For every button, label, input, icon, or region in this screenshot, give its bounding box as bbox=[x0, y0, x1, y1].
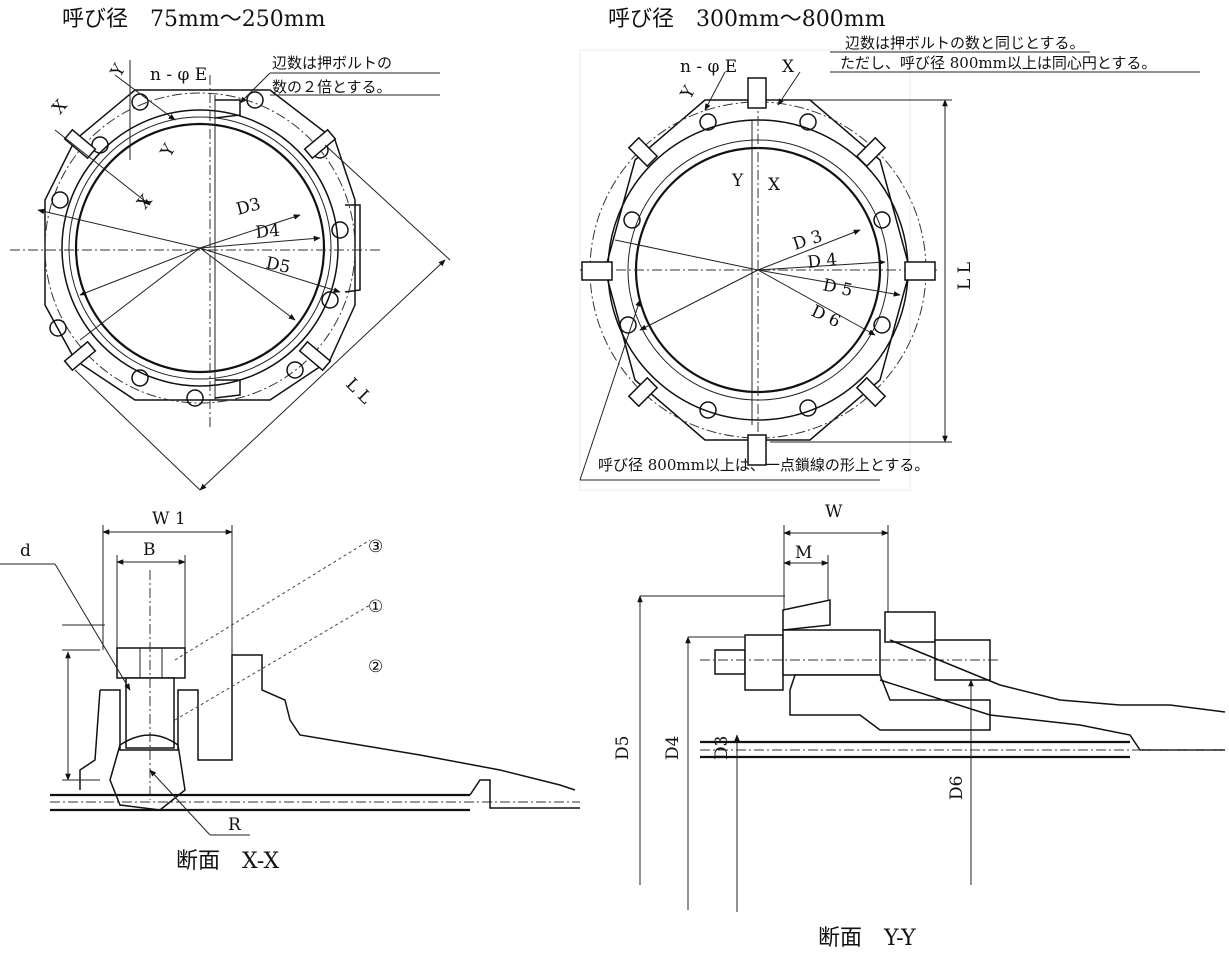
left-ll-label: L L bbox=[341, 374, 375, 408]
left-note-line2: 数の２倍とする。 bbox=[272, 78, 392, 96]
right-d6-label: D 6 bbox=[808, 301, 844, 332]
right-bolt-holes bbox=[619, 113, 891, 419]
right-note-line1: 辺数は押ボルトの数と同じとする。 bbox=[845, 34, 1085, 52]
left-x-mid: X bbox=[134, 190, 158, 213]
yy-d6-label: D6 bbox=[947, 776, 967, 800]
xx-d-label: d bbox=[20, 541, 31, 561]
xx-w1-label: W 1 bbox=[152, 509, 186, 529]
right-bottom-note: 呼び径 800mm以上は、一点鎖線の形上とする。 bbox=[598, 456, 929, 474]
left-flange-view bbox=[10, 60, 451, 491]
yy-d4-label: D4 bbox=[663, 736, 683, 760]
xx-b-label: B bbox=[143, 540, 156, 560]
right-d5-label: D 5 bbox=[821, 275, 854, 301]
xx-caption: 断面 X-X bbox=[176, 849, 280, 874]
left-d5-label: D5 bbox=[264, 253, 292, 278]
left-y-mid: Y bbox=[157, 140, 181, 161]
left-bolt-holes bbox=[49, 91, 349, 407]
right-ll-label: L L bbox=[955, 262, 975, 290]
left-y-top: Y bbox=[107, 60, 131, 81]
right-push-bolts bbox=[581, 77, 936, 466]
right-x-mid: X bbox=[768, 175, 781, 195]
yy-w-label: W bbox=[825, 502, 843, 522]
title-left: 呼び径 75mm～250mm bbox=[62, 7, 326, 32]
xx-callout-2: ② bbox=[368, 657, 383, 677]
yy-caption: 断面 Y-Y bbox=[818, 926, 916, 951]
left-x-top: X bbox=[49, 95, 73, 118]
yy-d5-label: D5 bbox=[613, 736, 633, 760]
left-hole-label: n - φ E bbox=[150, 65, 207, 85]
section-xx bbox=[0, 525, 580, 836]
left-ll-dimension bbox=[199, 259, 446, 491]
xx-callout-1: ① bbox=[368, 597, 383, 617]
right-note-line2: ただし、呼び径 800mm以上は同心円とする。 bbox=[840, 54, 1156, 72]
right-hole-label: n - φ E bbox=[680, 57, 737, 77]
right-y-mid: Y bbox=[731, 171, 744, 191]
left-d3-label: D3 bbox=[234, 194, 263, 220]
left-d4-label: D4 bbox=[255, 221, 281, 243]
right-y-top: Y bbox=[677, 82, 701, 103]
yy-d3-label: D3 bbox=[712, 736, 732, 760]
right-d3-label: D 3 bbox=[790, 227, 825, 255]
xx-r-label: R bbox=[228, 815, 242, 835]
xx-callout-3: ③ bbox=[368, 537, 383, 557]
right-x-top: X bbox=[782, 57, 795, 77]
yy-m-label: M bbox=[795, 543, 812, 563]
title-right: 呼び径 300mm～800mm bbox=[608, 7, 886, 32]
left-note-line1: 辺数は押ボルトの bbox=[272, 54, 392, 72]
section-yy bbox=[637, 525, 1226, 912]
right-d4-label: D 4 bbox=[806, 250, 838, 273]
right-gland-outline bbox=[604, 99, 911, 441]
right-flange-view bbox=[579, 49, 1200, 491]
